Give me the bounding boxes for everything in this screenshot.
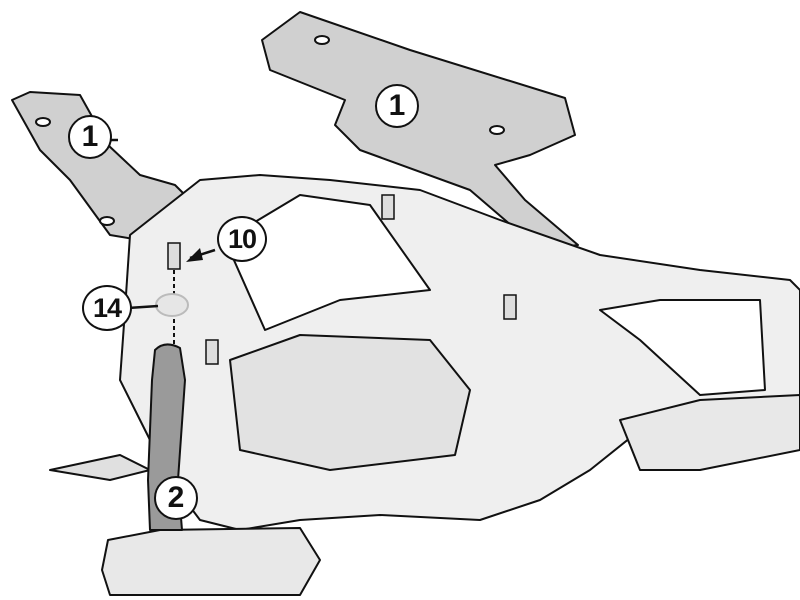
callout-spacer-tube: 2: [154, 476, 198, 520]
stud: [205, 339, 219, 365]
callout-screw: 10: [217, 216, 267, 262]
washer-14: [155, 293, 189, 317]
left-fin: [49, 454, 151, 481]
grab-rail: [619, 394, 800, 471]
left-indicator: [101, 527, 321, 596]
screw-10: [167, 242, 181, 270]
frame-opening-left: [224, 194, 431, 331]
stud: [381, 194, 395, 220]
callout-washer: 14: [82, 285, 132, 331]
callout-right-bracket: 1: [375, 84, 419, 128]
frame-opening-right: [599, 299, 766, 396]
stud: [503, 294, 517, 320]
tail-light-housing: [229, 334, 471, 471]
arrow-head: [186, 248, 203, 262]
right-bracket-plate: [261, 11, 579, 251]
callout-left-bracket: 1: [68, 115, 112, 159]
